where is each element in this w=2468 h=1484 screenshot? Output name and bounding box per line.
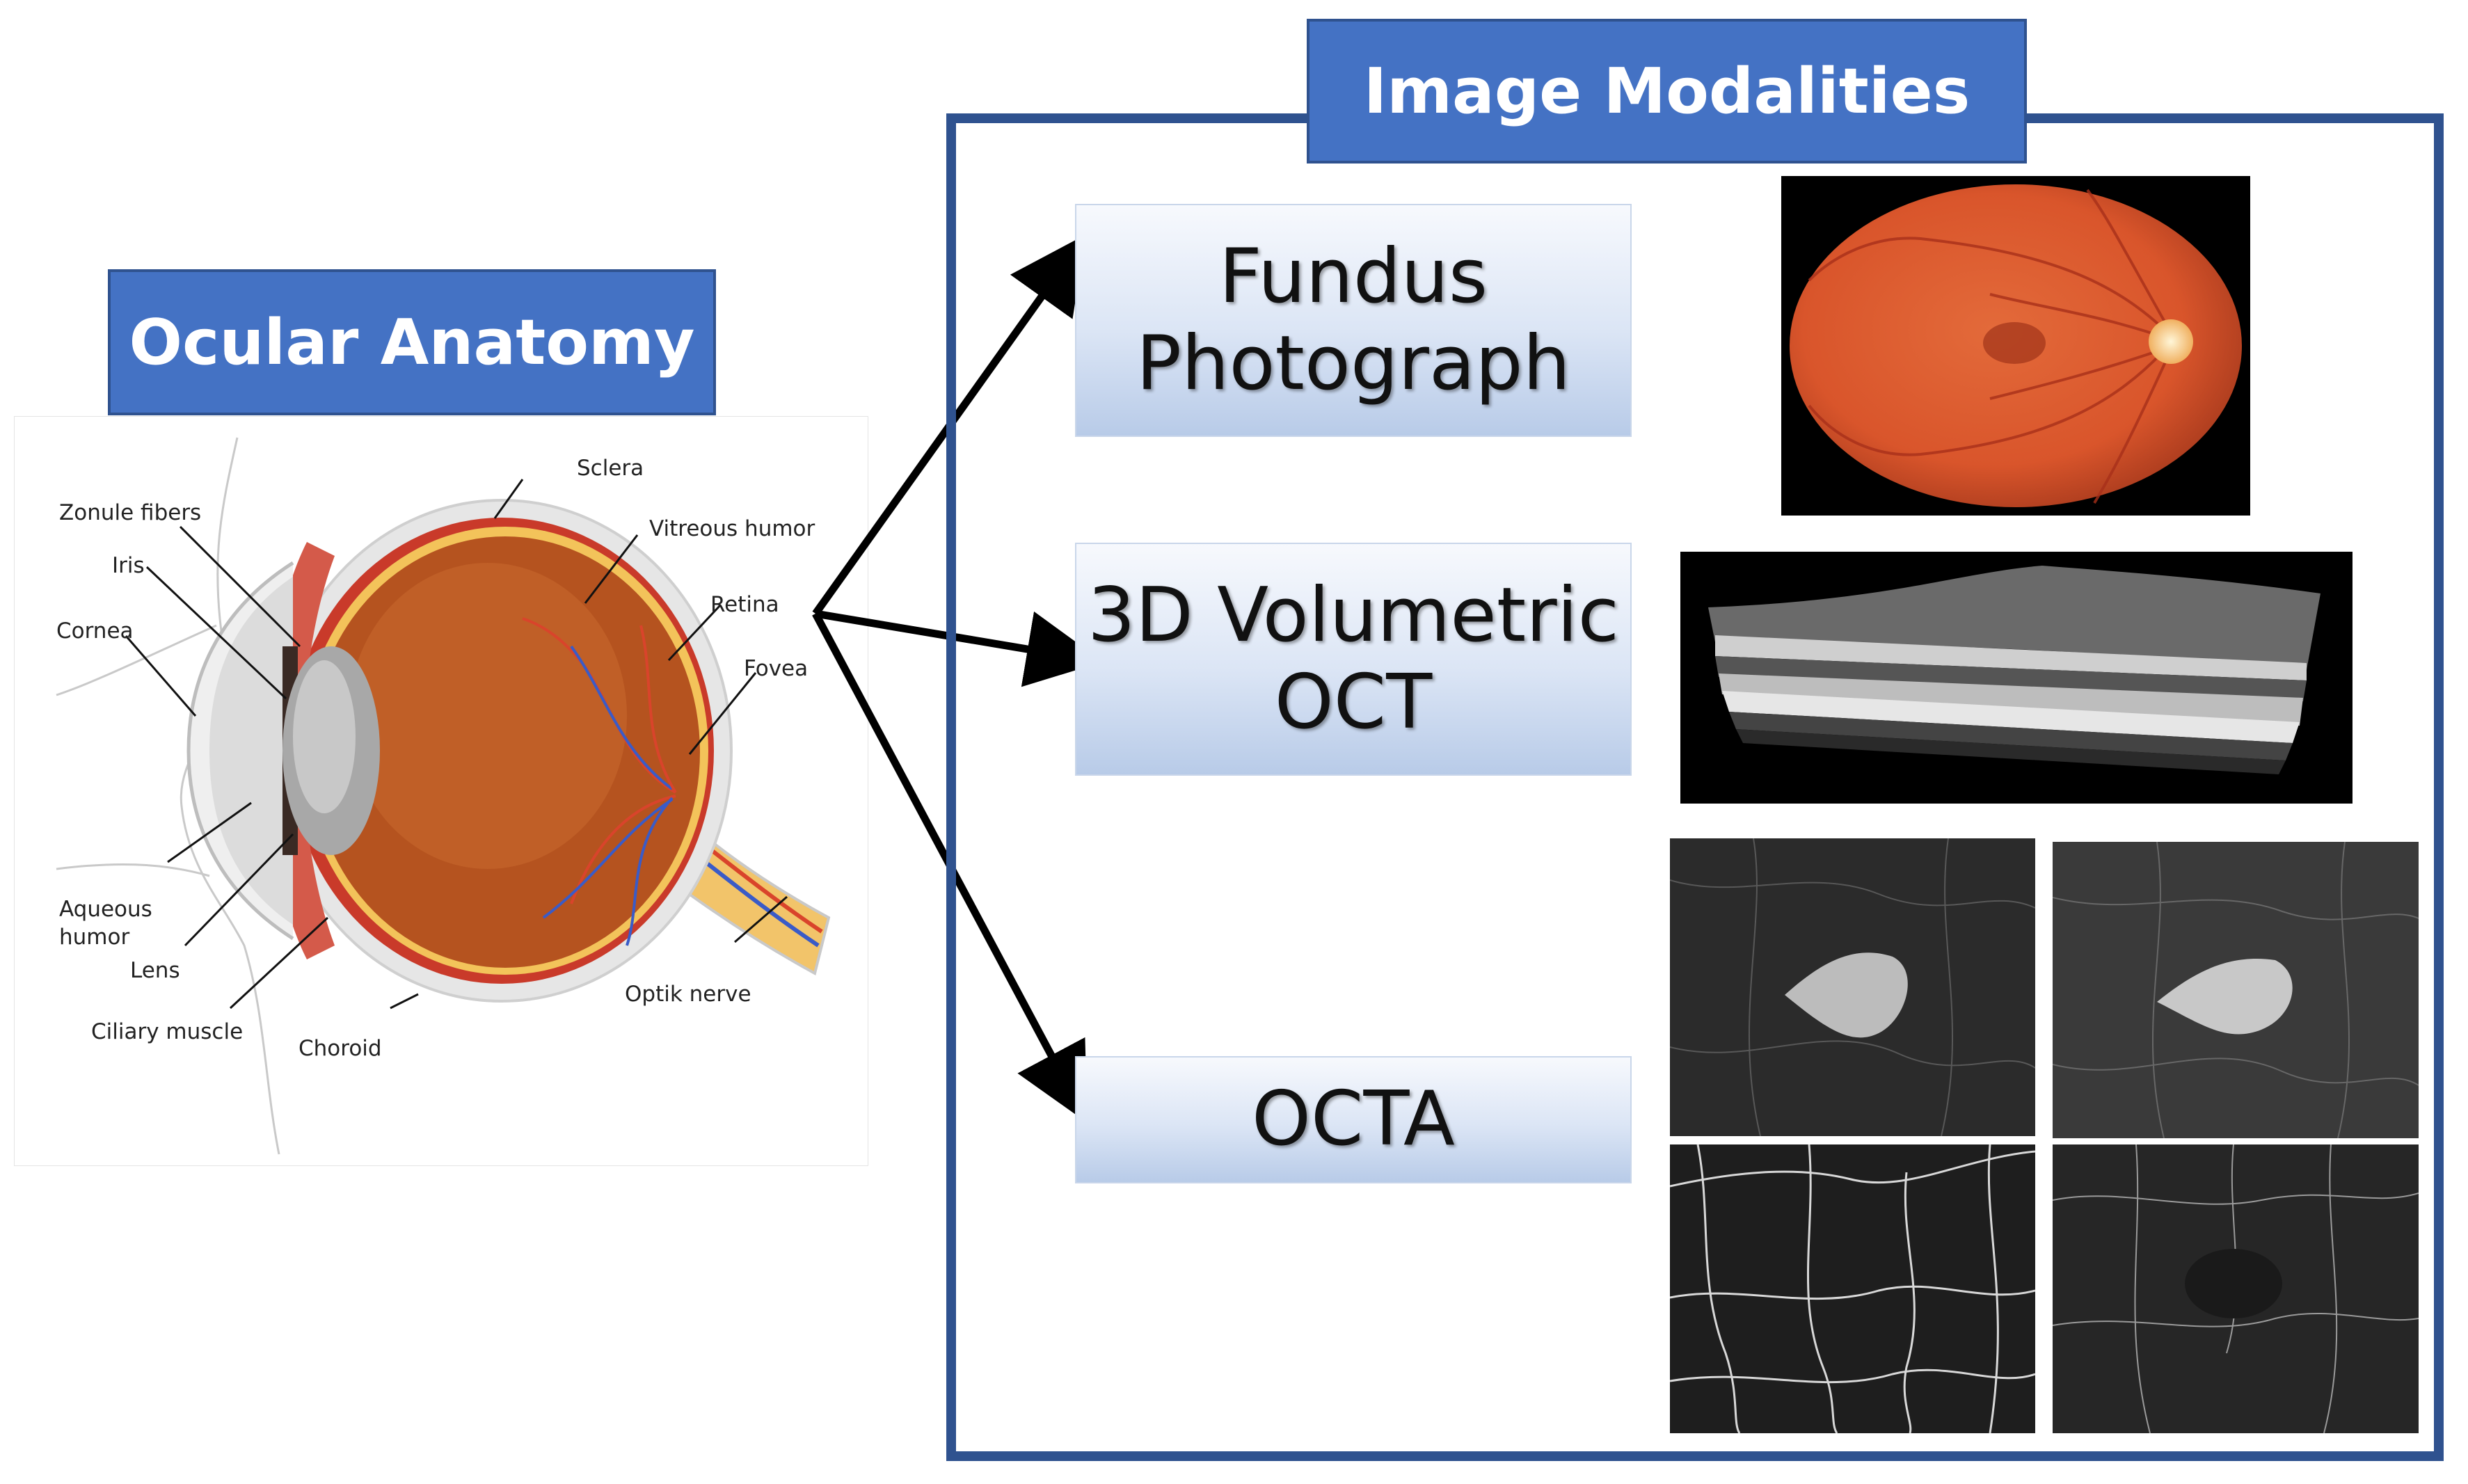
arrow-to-fundus — [812, 234, 1086, 616]
octa-image-1 — [1670, 838, 2035, 1136]
octa-image-3 — [1670, 1144, 2035, 1433]
fundus-photo — [1781, 176, 2250, 516]
arrow-to-octa — [812, 612, 1088, 1123]
label-retina: Retina — [710, 592, 779, 617]
label-ciliary-muscle: Ciliary muscle — [91, 1019, 244, 1044]
octa-label: OCTA — [1252, 1076, 1455, 1163]
anatomy-panel: Sclera Zonule fibers Vitreous humor Iris… — [14, 416, 868, 1166]
octa-image-2 — [2053, 842, 2419, 1138]
ocular-anatomy-title: Ocular Anatomy — [108, 269, 716, 415]
label-aqueous-humor-line1: Aqueous — [59, 897, 152, 922]
label-vitreous-humor: Vitreous humor — [649, 516, 815, 541]
label-optik-nerve: Optik nerve — [625, 982, 751, 1007]
label-aqueous-humor-line2: humor — [59, 925, 130, 950]
oct-label-line2: OCT — [1274, 658, 1433, 746]
image-modalities-title: Image Modalities — [1307, 19, 2027, 163]
oct-label-line1: 3D Volumetric — [1087, 572, 1619, 660]
fundus-label-line1: Fundus — [1218, 233, 1488, 321]
label-lens: Lens — [130, 958, 180, 983]
label-sclera: Sclera — [577, 456, 644, 481]
volumetric-oct-box: 3D Volumetric OCT — [1075, 543, 1632, 776]
fundus-label-line2: Photograph — [1136, 319, 1571, 407]
arrow-to-oct — [815, 609, 1104, 687]
octa-box: OCTA — [1075, 1056, 1632, 1183]
oct-volume-image — [1680, 552, 2352, 804]
label-zonule-fibers: Zonule fibers — [59, 500, 202, 525]
arrows — [812, 234, 1104, 1123]
fundus-photograph-box: Fundus Photograph — [1075, 204, 1632, 437]
octa-image-4 — [2053, 1144, 2419, 1433]
label-iris: Iris — [112, 553, 145, 578]
label-cornea: Cornea — [56, 619, 134, 644]
label-fovea: Fovea — [744, 656, 809, 681]
label-choroid: Choroid — [298, 1036, 382, 1061]
eye-anatomy-illustration — [56, 437, 831, 1155]
